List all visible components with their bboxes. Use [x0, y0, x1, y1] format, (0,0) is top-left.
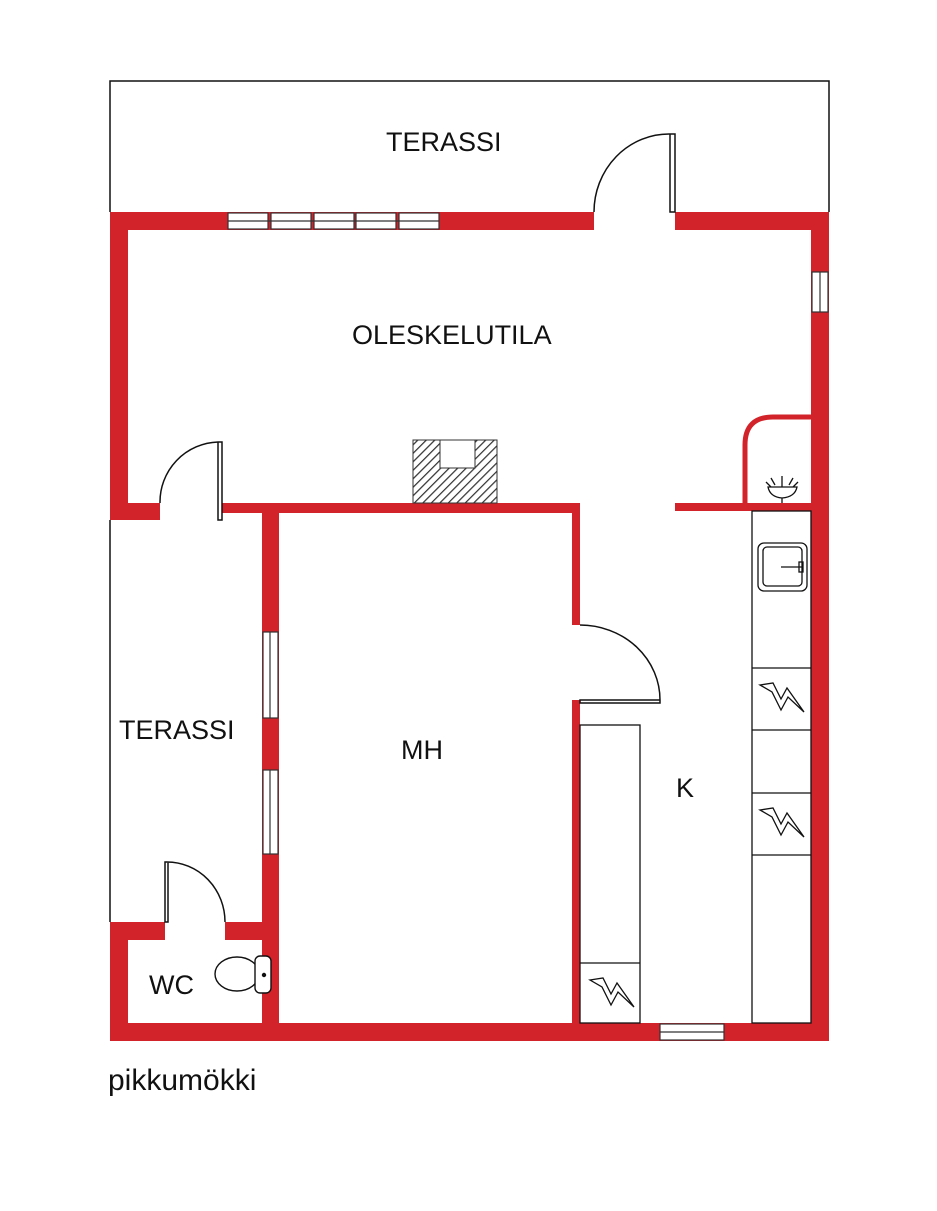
windows	[227, 212, 829, 1041]
room-label-terrace-left: TERASSI	[119, 715, 235, 745]
door-bedroom	[579, 624, 661, 704]
wall-lamp-icon	[765, 476, 799, 503]
room-label-bedroom: MH	[401, 735, 443, 765]
room-label-terrace-top: TERASSI	[386, 127, 502, 157]
side-counter	[579, 724, 641, 1024]
plan-caption: pikkumökki	[108, 1064, 257, 1097]
door-wc	[164, 861, 226, 923]
toilet-icon	[214, 955, 272, 994]
door-terrace-top	[593, 133, 676, 213]
stove-icon	[588, 977, 635, 1008]
room-label-wc: WC	[149, 970, 194, 1000]
room-label-kitchen: K	[676, 773, 695, 803]
stove-icon	[758, 807, 805, 838]
doors	[159, 133, 676, 923]
kitchen-counter	[751, 476, 812, 1024]
door-terrace-left	[159, 441, 223, 521]
room-label-living: OLESKELUTILA	[352, 320, 552, 350]
sink-icon	[757, 542, 808, 592]
stove-icon	[758, 682, 805, 713]
terrace-top-outline	[109, 80, 830, 212]
fireplace	[412, 439, 498, 504]
